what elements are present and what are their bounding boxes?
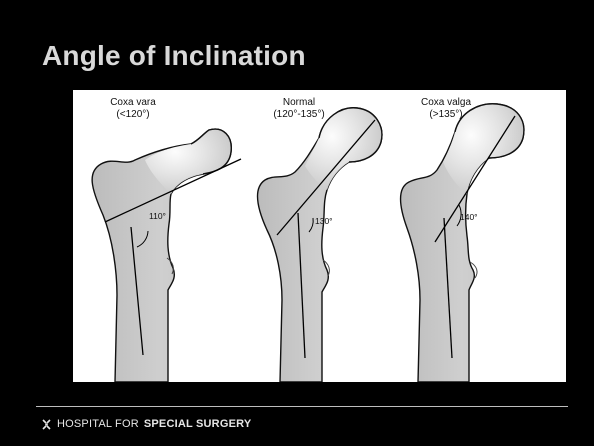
femur-diagram-svg <box>73 90 566 382</box>
footer: HOSPITAL FOR SPECIAL SURGERY <box>41 416 251 432</box>
hss-logo-icon <box>41 419 52 430</box>
femur-normal <box>258 108 382 382</box>
footer-divider <box>36 406 568 407</box>
footer-org-prefix: HOSPITAL FOR <box>57 418 139 430</box>
slide-title: Angle of Inclination <box>42 40 306 72</box>
panel-title: Coxa vara <box>78 97 188 109</box>
footer-org-emphasis: SPECIAL SURGERY <box>144 418 252 430</box>
panel-label-coxa-valga: Coxa valga (>135°) <box>391 97 501 121</box>
angle-label-normal: 130° <box>315 216 333 226</box>
panel-label-normal: Normal (120°-135°) <box>244 97 354 121</box>
angle-label-coxa-valga: 140° <box>460 212 478 222</box>
femur-coxa-vara <box>92 129 241 382</box>
panel-title: Coxa valga <box>391 97 501 109</box>
angle-label-coxa-vara: 110° <box>149 211 166 221</box>
panel-range: (<120°) <box>78 109 188 121</box>
panel-range: (120°-135°) <box>244 109 354 121</box>
panel-range: (>135°) <box>391 109 501 121</box>
panel-title: Normal <box>244 97 354 109</box>
panel-label-coxa-vara: Coxa vara (<120°) <box>78 97 188 121</box>
femur-coxa-valga <box>401 104 524 382</box>
femur-diagram: Coxa vara (<120°) Normal (120°-135°) Cox… <box>73 90 566 382</box>
